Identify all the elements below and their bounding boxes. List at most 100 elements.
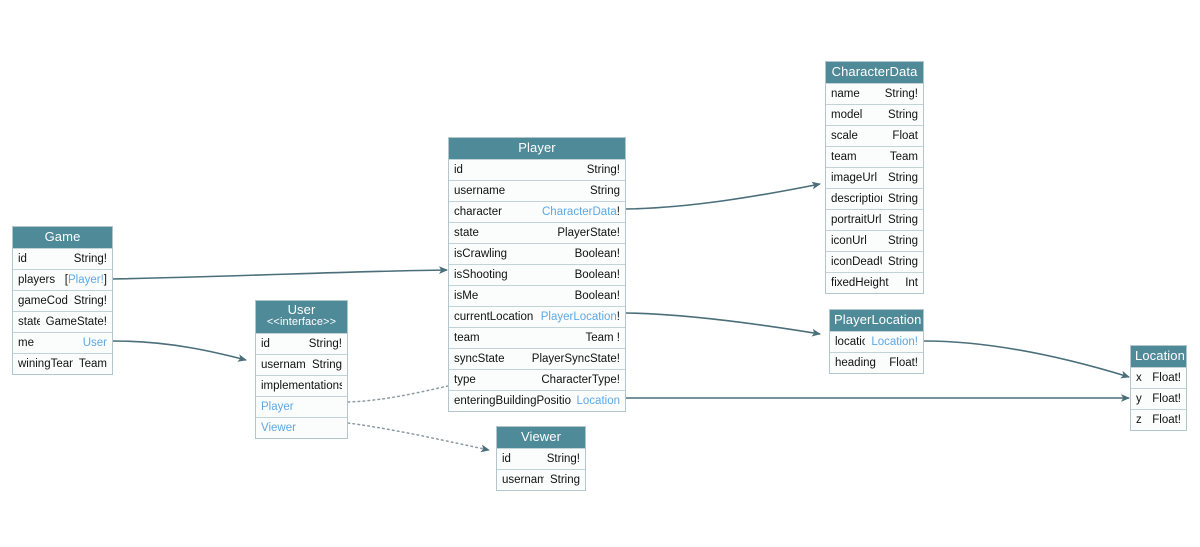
field-type: CharacterData! [542, 206, 620, 218]
field-player-type[interactable]: type CharacterType! [449, 369, 625, 391]
field-type: Float [892, 130, 918, 143]
field-player-character[interactable]: character CharacterData! [449, 201, 625, 223]
implementation-link[interactable]: Player [261, 400, 294, 413]
field-player-isshooting[interactable]: isShooting Boolean! [449, 264, 625, 286]
field-player-iscrawling[interactable]: isCrawling Boolean! [449, 243, 625, 265]
field-type: GameState! [45, 316, 107, 329]
field-name: portraitUrl [831, 214, 882, 227]
field-location-y[interactable]: y Float! [1131, 388, 1186, 410]
entity-viewer[interactable]: Viewer id String! username String [496, 426, 586, 492]
field-type: String! [308, 337, 342, 350]
field-player-currentlocation[interactable]: currentLocation PlayerLocation! [449, 306, 625, 328]
field-type[interactable]: User [82, 337, 107, 350]
field-characterdata-icondeadurl[interactable]: iconDeadUrl String [826, 251, 923, 273]
field-game-state[interactable]: state GameState! [13, 311, 112, 333]
field-type: String! [73, 295, 107, 308]
field-type: Float! [1152, 393, 1181, 406]
edge-game-players-to-player [112, 266, 448, 280]
field-type: String [887, 235, 918, 248]
field-user-username[interactable]: username String [256, 353, 347, 375]
type-link[interactable]: CharacterData [542, 206, 617, 219]
field-game-winingteam[interactable]: winingTeam Team [13, 353, 112, 375]
field-type: String! [546, 453, 580, 466]
field-characterdata-team[interactable]: team Team [826, 146, 923, 168]
field-type: PlayerSyncState! [531, 353, 620, 366]
implementation-viewer[interactable]: Viewer [256, 416, 347, 438]
field-viewer-username[interactable]: username String [497, 469, 585, 491]
field-playerlocation-heading[interactable]: heading Float! [830, 352, 923, 374]
entity-player[interactable]: Player id String! username String charac… [448, 137, 626, 413]
entity-viewer-title: Viewer [497, 427, 585, 449]
field-name: syncState [454, 353, 505, 366]
field-player-id[interactable]: id String! [449, 159, 625, 181]
field-player-username[interactable]: username String [449, 180, 625, 202]
field-game-me[interactable]: me User [13, 332, 112, 354]
field-type[interactable]: Location! [871, 336, 918, 349]
field-characterdata-scale[interactable]: scale Float [826, 125, 923, 147]
entity-characterdata[interactable]: CharacterData name String! model String … [825, 61, 924, 295]
field-type: Float! [1152, 414, 1181, 427]
field-type: String [887, 172, 918, 185]
type-link[interactable]: PlayerLocation [540, 311, 617, 324]
field-name: winingTeam [18, 358, 73, 371]
field-name: team [831, 151, 857, 164]
field-game-id[interactable]: id String! [13, 248, 112, 270]
edge-player-character-to-characterdata [625, 181, 821, 210]
field-playerlocation-location[interactable]: location Location! [830, 331, 923, 353]
field-type[interactable]: Location [576, 395, 620, 408]
implementation-link[interactable]: Viewer [261, 421, 296, 434]
field-type: Team ! [585, 332, 620, 345]
entity-location-title: Location [1131, 346, 1186, 368]
field-type: PlayerState! [557, 227, 620, 240]
field-characterdata-imageurl[interactable]: imageUrl String [826, 167, 923, 189]
field-type: [Player!] [65, 274, 107, 286]
entity-game-title: Game [13, 227, 112, 249]
field-characterdata-name[interactable]: name String! [826, 83, 923, 105]
edge-user-implements-viewer [347, 422, 490, 453]
field-user-id[interactable]: id String! [256, 332, 347, 354]
entity-location[interactable]: Location x Float! y Float! z Float! [1130, 345, 1187, 432]
field-characterdata-iconurl[interactable]: iconUrl String [826, 230, 923, 252]
field-name: x [1136, 372, 1142, 385]
field-name: isCrawling [454, 248, 508, 261]
field-characterdata-portraiturl[interactable]: portraitUrl String [826, 209, 923, 231]
entity-playerlocation[interactable]: PlayerLocation location Location! headin… [829, 309, 924, 375]
field-name: state [18, 316, 40, 329]
field-type: String [887, 256, 918, 269]
field-type: String [549, 474, 580, 487]
field-viewer-id[interactable]: id String! [497, 448, 585, 470]
field-game-players[interactable]: players [Player!] [13, 269, 112, 291]
field-location-z[interactable]: z Float! [1131, 409, 1186, 431]
field-name: state [454, 227, 479, 240]
field-name: id [454, 164, 463, 177]
field-player-syncstate[interactable]: syncState PlayerSyncState! [449, 348, 625, 370]
field-type: String [887, 193, 918, 206]
field-player-isme[interactable]: isMe Boolean! [449, 285, 625, 307]
field-player-state[interactable]: state PlayerState! [449, 222, 625, 244]
type-link[interactable]: Player! [68, 274, 104, 287]
entity-game[interactable]: Game id String! players [Player!] gameCo… [12, 226, 113, 376]
type-bang: ! [616, 206, 620, 219]
entity-playerlocation-title: PlayerLocation [830, 310, 923, 332]
entity-user-name: User [287, 302, 316, 317]
field-player-enteringbuildingposition[interactable]: enteringBuildingPosition Location [449, 390, 625, 412]
implementation-player[interactable]: Player [256, 395, 347, 417]
entity-user[interactable]: User <<interface>> id String! username S… [255, 300, 348, 439]
field-name: isShooting [454, 269, 508, 282]
field-type: Team [78, 358, 107, 371]
field-type: Int [905, 277, 918, 290]
field-characterdata-model[interactable]: model String [826, 104, 923, 126]
field-name: location [835, 336, 865, 349]
field-type: String! [586, 164, 620, 177]
field-game-gamecode[interactable]: gameCode String! [13, 290, 112, 312]
field-player-team[interactable]: team Team ! [449, 327, 625, 349]
entity-user-title: User <<interface>> [256, 301, 347, 333]
field-characterdata-fixedheight[interactable]: fixedHeight Int [826, 272, 923, 294]
entity-user-stereotype: <<interface>> [266, 316, 337, 329]
field-name: isMe [454, 290, 479, 303]
field-type: String [887, 214, 918, 227]
field-location-x[interactable]: x Float! [1131, 367, 1186, 389]
field-name: currentLocation [454, 311, 534, 324]
field-characterdata-description[interactable]: description String [826, 188, 923, 210]
field-name: team [454, 332, 480, 345]
